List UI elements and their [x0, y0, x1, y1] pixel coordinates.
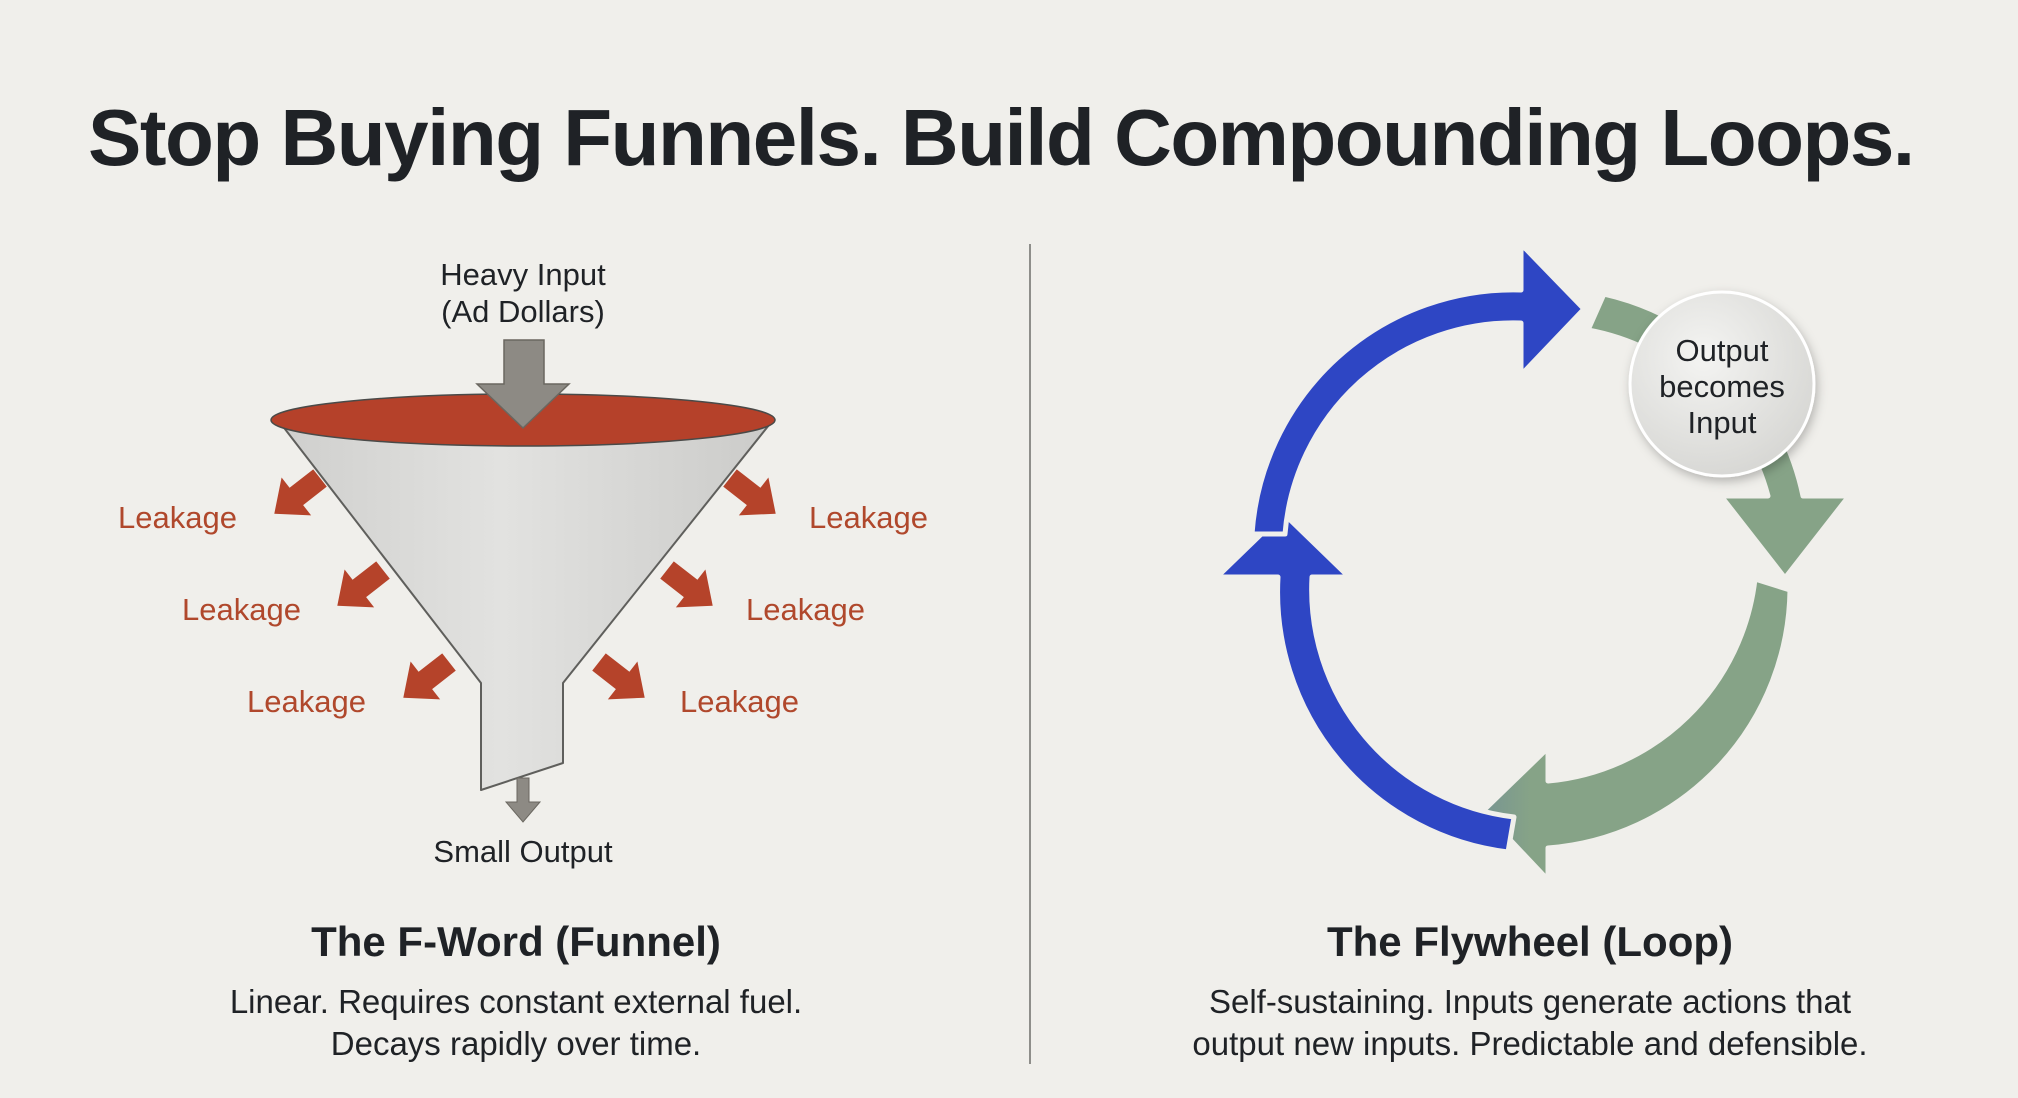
leak-arrow-right-1	[723, 469, 776, 516]
leak-arrow-left-3	[403, 653, 456, 700]
leak-label-right-2: Leakage	[746, 592, 865, 627]
flywheel-badge: Output becomes Input	[1628, 290, 1816, 478]
flywheel-arrow-bottom-right	[1480, 576, 1793, 883]
badge-text-line3: Input	[1688, 405, 1757, 440]
badge-text-line2: becomes	[1659, 369, 1785, 404]
funnel-description-line1: Linear. Requires constant external fuel.	[229, 983, 803, 1020]
small-output-arrow	[504, 777, 542, 823]
funnel-heading: The F-Word (Funnel)	[311, 918, 721, 965]
panel-divider	[1029, 244, 1031, 1064]
leak-arrow-right-3	[592, 653, 645, 700]
flywheel-arrow-top-left	[1249, 241, 1587, 537]
funnel-input-label: Heavy Input	[440, 257, 606, 292]
page-title: Stop Buying Funnels. Build Compounding L…	[88, 93, 1915, 182]
leak-label-left-2: Leakage	[182, 592, 301, 627]
flywheel-arrow-bottom-left	[1214, 510, 1517, 855]
leak-arrow-right-2	[660, 561, 713, 608]
leak-arrow-left-2	[337, 561, 390, 608]
leak-label-left-1: Leakage	[118, 500, 237, 535]
funnel-output-label: Small Output	[433, 834, 613, 869]
flywheel-heading: The Flywheel (Loop)	[1327, 918, 1733, 965]
heavy-input-arrow	[475, 339, 571, 430]
leak-label-right-3: Leakage	[680, 684, 799, 719]
funnel-description: Linear. Requires constant external fuel.…	[116, 981, 916, 1065]
funnel-description-line2: Decays rapidly over time.	[330, 1025, 702, 1062]
flywheel-description-line1: Self-sustaining. Inputs generate actions…	[1208, 983, 1852, 1020]
leak-label-right-1: Leakage	[809, 500, 928, 535]
leak-label-left-3: Leakage	[247, 684, 366, 719]
funnel-input-sublabel: (Ad Dollars)	[441, 294, 605, 329]
funnel-diagram: Heavy Input (Ad Dollars) Small Output Le…	[118, 257, 928, 869]
leak-arrow-left-1	[274, 469, 327, 516]
flywheel-description-line2: output new inputs. Predictable and defen…	[1192, 1025, 1868, 1062]
flywheel-diagram: Output becomes Input	[1214, 241, 1852, 883]
badge-text-line1: Output	[1675, 333, 1768, 368]
flywheel-description: Self-sustaining. Inputs generate actions…	[1130, 981, 1930, 1065]
